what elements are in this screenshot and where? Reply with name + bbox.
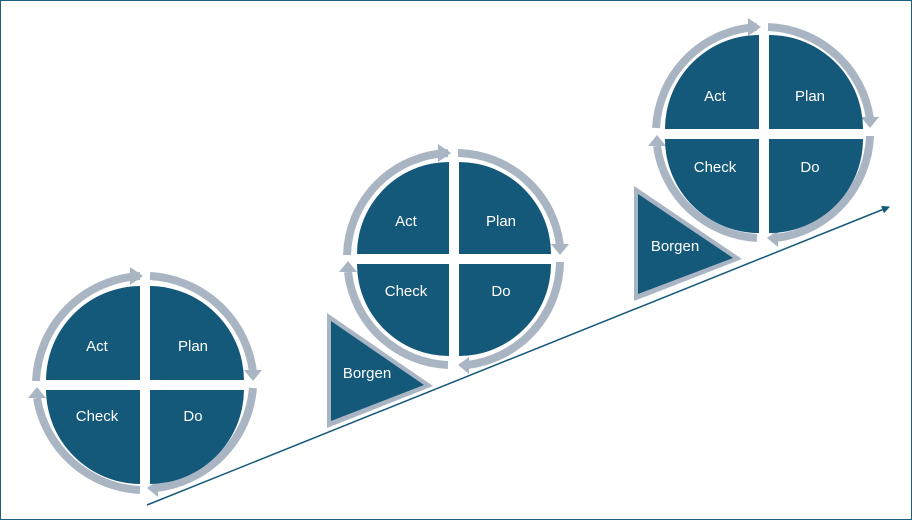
arrowhead-icon — [244, 370, 262, 381]
trend-arrow — [146, 205, 890, 506]
ring-arc-do-check — [775, 135, 874, 242]
ring-arc-plan-do — [149, 272, 257, 373]
arrowhead-icon — [551, 244, 569, 255]
label-act: Act — [395, 213, 418, 230]
ring-arc-check-act — [33, 397, 141, 494]
label-check: Check — [694, 159, 737, 176]
quadrant-act — [665, 35, 759, 129]
arrowhead-icon — [147, 480, 158, 497]
quadrant-check — [357, 264, 449, 356]
label-plan: Plan — [178, 338, 208, 355]
quadrant-plan — [150, 286, 244, 380]
label-do: Do — [183, 408, 202, 425]
quadrant-plan — [769, 35, 863, 129]
pdca-cycle-3: Act Plan Check Do Borgen — [634, 18, 879, 301]
wedge-triangle-fill — [638, 194, 733, 294]
ring-arc-do-check — [155, 387, 257, 492]
label-do: Do — [491, 283, 510, 300]
ring-arc-act-plan — [652, 23, 758, 129]
arrowhead-icon — [748, 18, 761, 36]
label-plan: Plan — [486, 213, 516, 230]
ring-arc-plan-do — [457, 149, 564, 247]
pdca-cycle-1: Act Plan Check Do — [28, 267, 262, 497]
ring-arc-plan-do — [767, 23, 874, 120]
quadrant-check — [46, 390, 140, 484]
arrowhead-icon — [458, 357, 469, 374]
quadrant-do — [459, 264, 551, 356]
wedge-triangle-fill — [331, 321, 424, 421]
arrowhead-icon — [28, 387, 46, 398]
label-act: Act — [704, 88, 727, 105]
label-wedge: Borgen — [343, 365, 391, 382]
label-wedge: Borgen — [651, 238, 699, 255]
ring-arc-act-plan — [343, 149, 449, 256]
quadrant-plan — [459, 162, 551, 254]
ring-arc-act-plan — [32, 272, 141, 382]
arrowhead-icon — [339, 261, 357, 272]
quadrant-check — [665, 139, 759, 233]
quadrant-act — [46, 286, 140, 380]
quadrant-do — [150, 390, 244, 484]
quadrant-act — [357, 162, 449, 254]
label-act: Act — [86, 338, 109, 355]
ring-arc-check-act — [653, 145, 758, 242]
ring-arc-check-act — [344, 271, 449, 369]
label-check: Check — [385, 283, 428, 300]
label-plan: Plan — [795, 88, 825, 105]
arrowhead-icon — [861, 117, 879, 128]
pdca-cycle-2: Act Plan Check Do Borgen — [327, 144, 569, 428]
label-check: Check — [76, 408, 119, 425]
arrowhead-icon — [648, 135, 666, 146]
ring-arc-do-check — [466, 261, 564, 369]
arrowhead-icon — [130, 267, 143, 285]
quadrant-do — [769, 139, 863, 233]
arrowhead-icon — [438, 144, 451, 162]
arrowhead-icon — [767, 230, 778, 247]
label-do: Do — [800, 159, 819, 176]
